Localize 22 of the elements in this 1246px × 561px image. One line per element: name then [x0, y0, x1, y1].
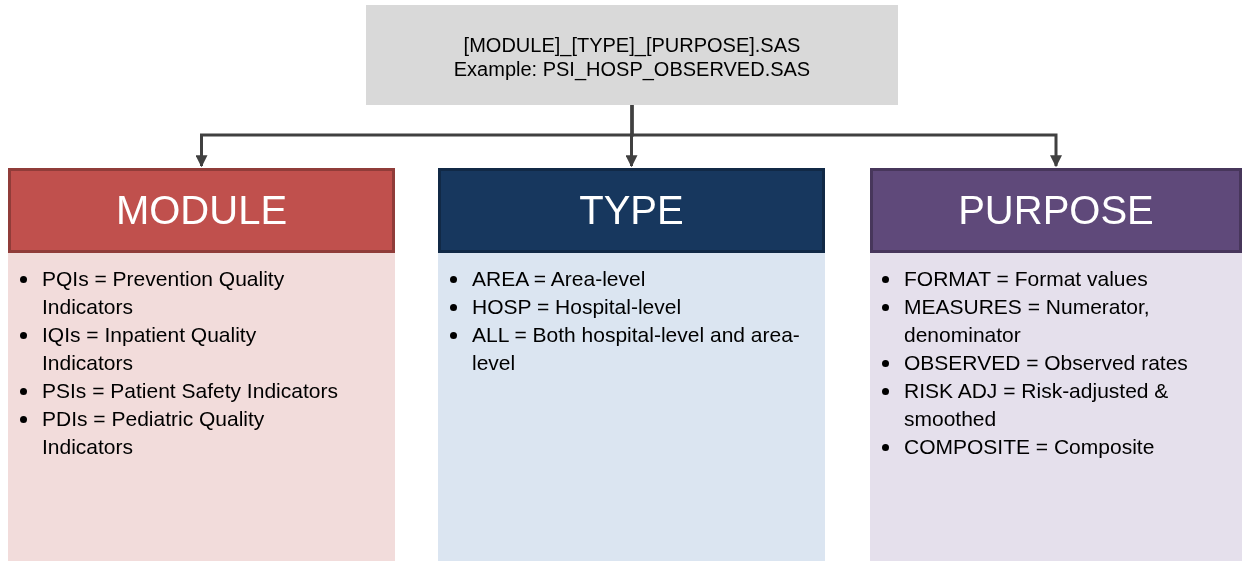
list-item: OBSERVED = Observed rates [904, 350, 1188, 376]
column-heading: MODULE [8, 168, 395, 253]
column-heading: PURPOSE [870, 168, 1242, 253]
list-item: PSIs = Patient Safety Indicators [42, 378, 338, 404]
filename-pattern: [MODULE]_[TYPE]_[PURPOSE].SAS [462, 33, 802, 57]
list-item: PDIs = Pediatric Quality Indicators [42, 406, 266, 460]
title-box [366, 5, 898, 105]
column-panel [870, 168, 1242, 561]
column-heading: TYPE [438, 168, 825, 253]
list-item: FORMAT = Format values [904, 266, 1148, 292]
list-item: HOSP = Hospital-level [472, 294, 682, 320]
connector-arrow [630, 105, 1062, 168]
list-item: MEASURES = Numerator, denominator [904, 294, 1151, 348]
column-panel [8, 168, 395, 561]
list-item: AREA = Area-level [472, 266, 646, 292]
list-item: RISK ADJ = Risk-adjusted & smoothed [904, 378, 1170, 432]
column-panel [438, 168, 825, 561]
list-item: PQIs = Prevention Quality Indicators [42, 266, 286, 320]
example-text: Example: PSI_HOSP_OBSERVED.SAS [452, 57, 812, 81]
list-item: COMPOSITE = Composite [904, 434, 1155, 460]
list-item: ALL = Both hospital-level and area-level [472, 322, 801, 376]
list-item: IQIs = Inpatient Quality Indicators [42, 322, 258, 376]
